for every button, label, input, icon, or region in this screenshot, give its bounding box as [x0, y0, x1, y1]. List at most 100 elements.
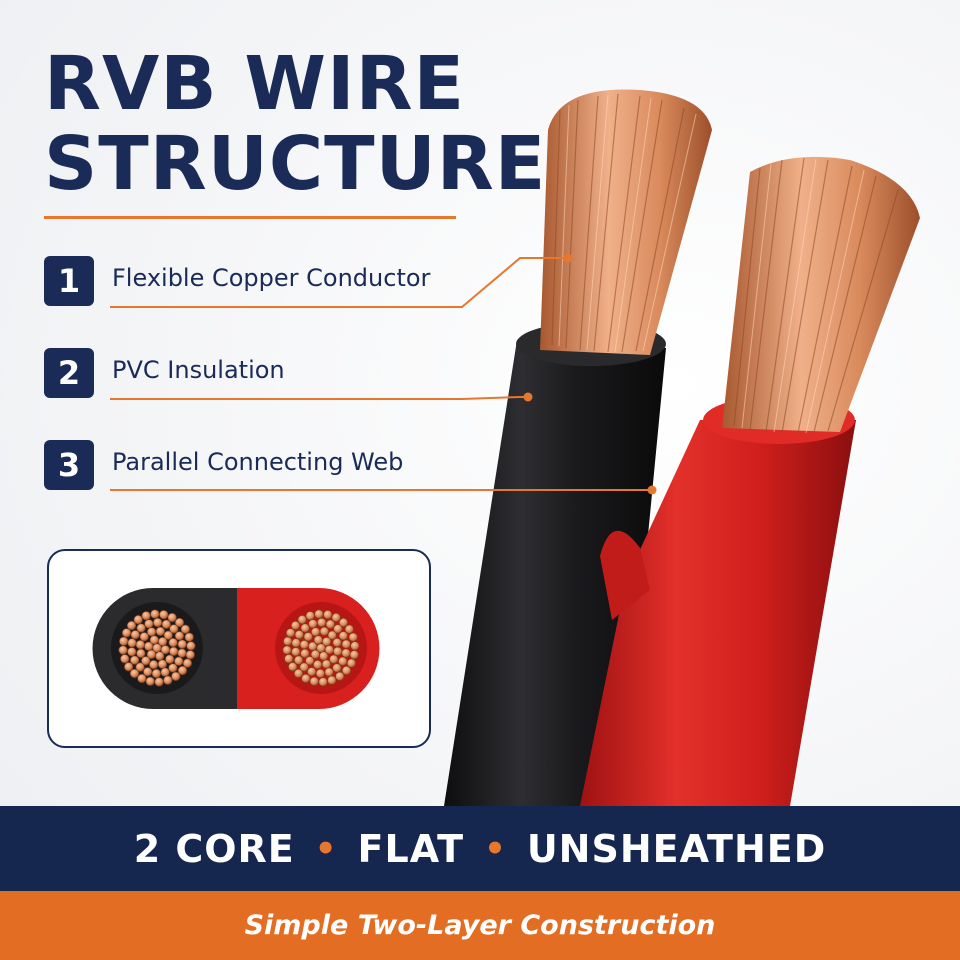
copper-strand	[158, 637, 168, 647]
copper-strand	[344, 624, 354, 634]
copper-strand	[293, 668, 304, 679]
copper-strand	[157, 659, 168, 669]
copper-strand	[329, 654, 339, 664]
copper-strand	[167, 612, 177, 623]
copper-strand	[177, 665, 188, 676]
copper-strand	[118, 645, 128, 655]
copper-strand	[182, 658, 193, 668]
copper-strand	[130, 630, 140, 640]
feature-banner: 2 CORE • FLAT • UNSHEATHED	[0, 806, 960, 891]
copper-strand	[333, 624, 343, 634]
banner-separator: •	[314, 828, 338, 869]
copper-strand	[283, 636, 293, 646]
copper-strand	[149, 660, 159, 670]
copper-strand	[137, 673, 147, 684]
copper-strand	[282, 645, 292, 655]
copper-strand	[151, 668, 161, 679]
copper-strand	[127, 638, 137, 648]
copper-strand	[180, 624, 190, 634]
copper-strand	[350, 641, 360, 651]
copper-strand	[171, 671, 181, 681]
copper-strand	[349, 650, 359, 660]
copper-strand	[332, 663, 342, 673]
feature-number-3: 3	[44, 440, 94, 490]
copper-strand	[150, 609, 160, 619]
feature-number-1: 1	[44, 256, 94, 306]
copper-strand	[294, 630, 304, 640]
copper-strand	[305, 656, 315, 666]
banner-item-sheath: UNSHEATHED	[526, 826, 827, 871]
copper-strand	[315, 668, 325, 679]
connecting-web	[600, 530, 650, 620]
copper-strand	[177, 648, 187, 658]
copper-strand	[160, 667, 170, 677]
copper-strand	[341, 639, 351, 649]
copper-strand	[163, 675, 173, 685]
cross-section-copper-right	[282, 609, 360, 687]
copper-strand	[126, 620, 137, 631]
copper-strand	[322, 637, 332, 647]
copper-strand	[327, 630, 337, 640]
copper-strand	[335, 671, 345, 681]
copper-strand	[174, 656, 184, 666]
copper-strand	[301, 673, 311, 684]
copper-strand	[185, 650, 195, 660]
copper-strand	[321, 659, 332, 669]
copper-strand	[310, 649, 320, 659]
copper-strand	[165, 654, 175, 664]
cross-section-diagram	[92, 588, 380, 709]
copper-strand	[141, 611, 151, 621]
title-line-2: STRUCTURE	[44, 121, 547, 207]
copper-strand	[136, 648, 146, 659]
copper-strand	[293, 655, 304, 665]
copper-strand	[146, 649, 156, 659]
copper-strand	[308, 619, 318, 629]
copper-strand	[121, 628, 132, 638]
copper-strand	[145, 676, 155, 686]
copper-strand	[153, 617, 163, 628]
copper-strand	[168, 637, 178, 648]
copper-strand	[348, 632, 358, 642]
feature-number-2: 2	[44, 348, 94, 398]
copper-strand	[169, 624, 179, 634]
copper-strand	[331, 612, 341, 623]
copper-strand	[174, 631, 185, 641]
copper-strand	[297, 615, 307, 625]
page-title: RVB WIRE STRUCTURE	[44, 44, 546, 204]
copper-strand	[135, 640, 145, 650]
feature-label-2: PVC Insulation	[112, 356, 285, 384]
copper-strand	[163, 630, 173, 640]
copper-strand	[120, 654, 130, 664]
copper-strand	[317, 617, 327, 628]
title-line-1: RVB WIRE	[44, 41, 466, 127]
copper-strand	[284, 654, 294, 664]
copper-strand	[154, 677, 164, 687]
copper-strand	[291, 647, 301, 657]
copper-strand	[303, 632, 313, 642]
copper-strand	[177, 639, 187, 649]
copper-strand	[136, 623, 146, 633]
copper-strand	[338, 617, 349, 628]
copper-strand	[159, 610, 169, 620]
callout-line-1	[110, 257, 568, 308]
copper-strand	[139, 632, 149, 642]
copper-strand	[161, 619, 171, 629]
copper-strand	[313, 660, 323, 670]
callout-line-2	[110, 396, 528, 400]
red-wire-insulation	[580, 420, 856, 806]
copper-strand	[288, 662, 298, 672]
copper-strand	[129, 655, 140, 665]
copper-strand	[119, 636, 129, 646]
title-divider	[44, 216, 456, 219]
copper-strand	[341, 665, 352, 676]
copper-strand	[135, 662, 145, 672]
copper-strand	[299, 640, 309, 650]
banner-item-cores: 2 CORE	[133, 826, 295, 871]
copper-strand	[155, 651, 165, 661]
copper-strand	[143, 667, 153, 677]
copper-strand	[333, 646, 343, 656]
copper-strand	[169, 646, 179, 656]
copper-strand	[323, 610, 333, 620]
copper-strand	[327, 675, 337, 685]
